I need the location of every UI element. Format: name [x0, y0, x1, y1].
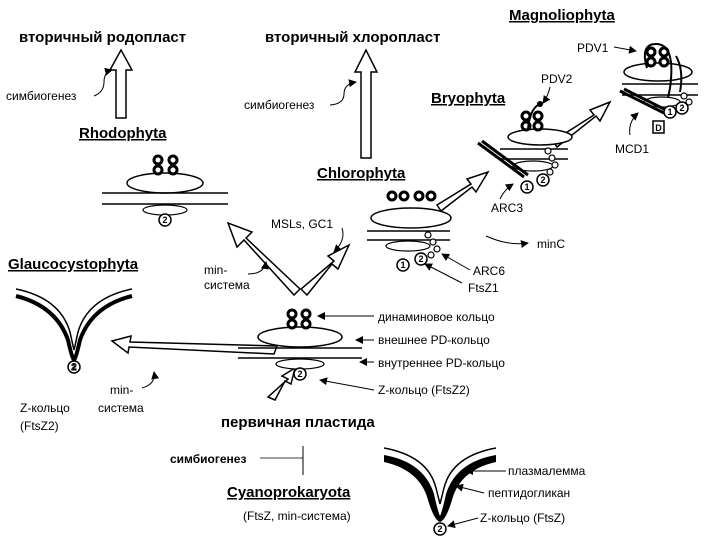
taxon-rhodophyta: Rhodophyta — [79, 125, 167, 142]
min-system-arrow-upper — [247, 261, 269, 275]
bryophyta-plastid: 1 2 — [477, 101, 573, 194]
svg-text:2: 2 — [418, 254, 423, 264]
symbiogenesis-arrow-middle — [329, 79, 357, 106]
label-symbiogenesis-left: симбиогенез — [6, 89, 77, 103]
label-arc6: ARC6 — [473, 264, 505, 278]
svg-text:2: 2 — [162, 215, 167, 225]
arrow-primary-to-rhodophyta — [226, 221, 302, 297]
bryophyta-chevron — [477, 139, 529, 179]
rhodophyta-plastid: 2 — [102, 154, 228, 227]
label-min-system-lower-2: система — [98, 401, 144, 415]
taxon-magnoliophyta: Magnoliophyta — [509, 7, 615, 24]
glaucocystophyta-envelope: 2 — [15, 288, 133, 374]
label-z-ring-glauco-2: (FtsZ2) — [20, 419, 59, 433]
svg-text:1: 1 — [524, 182, 529, 192]
pdv1-loop-inner — [675, 55, 683, 93]
arrow-to-chloroplast — [353, 48, 379, 159]
label-z-ring-ftsz: Z-кольцо (FtsZ) — [480, 511, 565, 525]
cyanoprokaryota-envelope: 2 — [383, 447, 497, 536]
label-arc3: ARC3 — [491, 201, 523, 215]
taxon-glaucocystophyta: Glaucocystophyta — [8, 256, 139, 273]
arc3-arrow — [499, 183, 514, 200]
d-marker — [652, 120, 665, 134]
title-secondary-rhodoplast: вторичный родопласт — [19, 29, 186, 46]
label-z-ring-ftsz2: Z-кольцо (FtsZ2) — [378, 383, 470, 397]
pdv1-arrow — [613, 45, 637, 54]
label-mcd1: MCD1 — [615, 142, 649, 156]
arrow-primary-to-glaucocystophyta — [110, 334, 279, 355]
label-dynamin-ring: динаминовое кольцо — [378, 310, 495, 324]
label-minc: minC — [537, 237, 565, 251]
svg-text:1: 1 — [400, 260, 405, 270]
label-min-system-upper-1: min- — [204, 263, 227, 277]
outer-pd-ring — [126, 172, 204, 194]
arrow-to-rhodoplast — [108, 48, 134, 119]
mcd1-arrow — [629, 112, 639, 136]
taxon-cyanoprokaryota: Cyanoprokaryota — [227, 484, 351, 501]
svg-text:1: 1 — [667, 107, 672, 117]
label-ftsz-min-system: (FtsZ, min-система) — [243, 509, 351, 523]
title-primary-plastid: первичная пластида — [221, 414, 375, 431]
magnolio-chevron — [619, 87, 669, 115]
svg-text:2: 2 — [540, 175, 545, 185]
svg-text:2: 2 — [437, 524, 442, 534]
arc6-beads — [424, 231, 441, 259]
label-outer-pd-ring: внешнее PD-кольцо — [378, 333, 490, 347]
svg-text:2: 2 — [679, 103, 684, 113]
arrow-primary-to-chlorophyta — [299, 243, 351, 297]
svg-text:D: D — [655, 123, 662, 133]
label-ftsz1: FtsZ1 — [468, 281, 499, 295]
svg-text:2: 2 — [297, 369, 302, 379]
annotation-arrows — [93, 45, 639, 529]
label-min-system-upper-2: система — [204, 278, 250, 292]
label-symbiogenesis-middle: симбиогенез — [244, 98, 315, 112]
dynamin-ring-rhodo — [152, 154, 179, 176]
svg-text:2: 2 — [71, 362, 76, 372]
pdv1-loop — [643, 42, 673, 99]
taxon-bryophyta: Bryophyta — [431, 90, 506, 107]
label-pdv2: PDV2 — [541, 72, 573, 86]
arrow-cyano-to-primary — [266, 366, 297, 401]
label-msls-gc1: MSLs, GC1 — [271, 217, 333, 231]
label-z-ring-glauco-1: Z-кольцо — [20, 401, 70, 415]
arc6-arrow — [441, 253, 471, 271]
msls-arrow — [333, 227, 344, 253]
minc-arrow — [485, 235, 529, 248]
z-ring-ftsz-arrow — [447, 517, 479, 529]
peptidoglycan-arrow — [455, 483, 485, 494]
label-inner-pd-ring: внутреннее PD-кольцо — [378, 356, 505, 370]
taxon-chlorophyta: Chlorophyta — [317, 165, 406, 182]
symbiogenesis-arrow-left — [93, 67, 113, 97]
label-min-system-lower-1: min- — [110, 383, 133, 397]
pdv2-arrow — [542, 86, 551, 104]
primary-plastid: 2 — [238, 308, 362, 381]
magnoliophyta-plastid: 1 2 D — [619, 42, 698, 134]
chlorophyta-plastid: 1 2 — [367, 190, 452, 272]
min-system-arrow-lower — [141, 371, 160, 389]
label-peptidoglycan: пептидогликан — [488, 486, 570, 500]
arrow-chlorophyta-to-bryophyta — [435, 170, 490, 213]
label-plasmalemma: плазмалемма — [508, 464, 586, 478]
z-ring-ftsz2-arrow — [319, 377, 375, 391]
label-symbiogenesis-cyano: симбиогенез — [170, 452, 246, 466]
label-pdv1: PDV1 — [577, 41, 609, 55]
ftsz1-arrow — [424, 263, 463, 284]
title-secondary-chloroplast: вторичный хлоропласт — [265, 29, 440, 46]
